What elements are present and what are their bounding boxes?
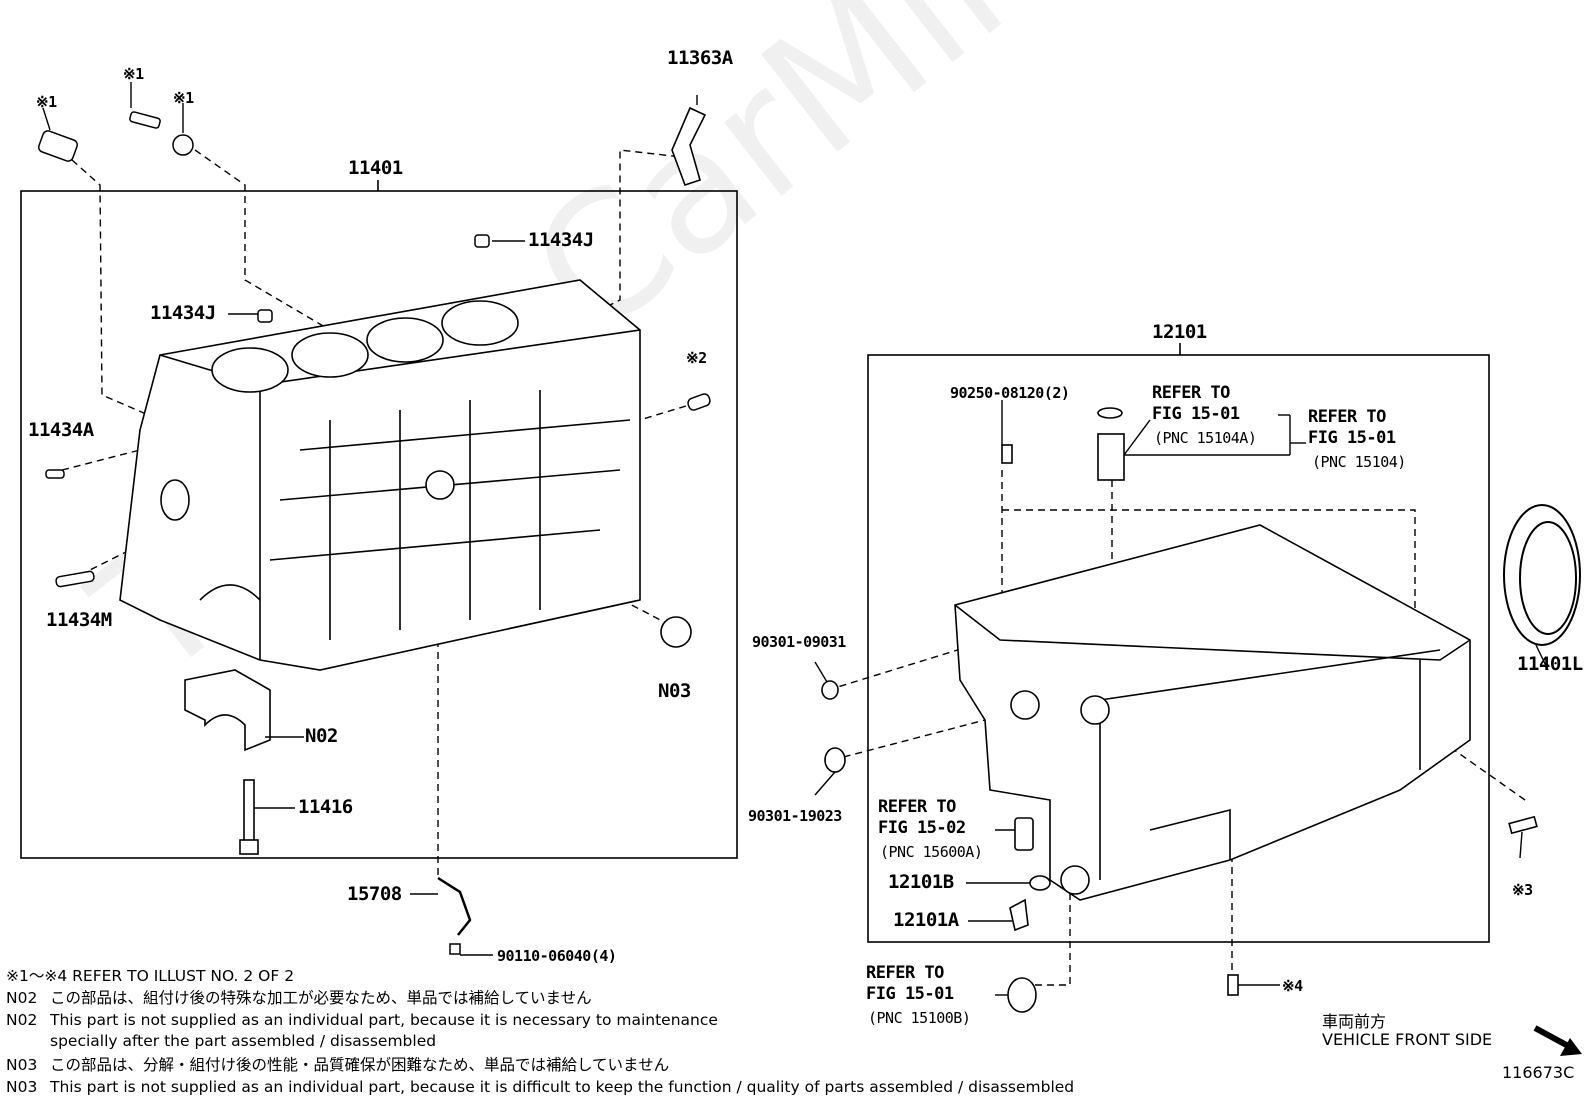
part-12101a[interactable]: 12101A	[893, 909, 959, 931]
note-0-text: REFER TO ILLUST NO. 2 OF 2	[72, 967, 295, 985]
mark-2: ※2	[686, 349, 707, 367]
note-1-text: この部品は、組付け後の特殊な加工が必要なため、単品では補給していません	[50, 989, 592, 1007]
note-1-code: N02	[6, 989, 38, 1007]
note-3-text: specially after the part assembled / dis…	[50, 1032, 437, 1050]
part-n02[interactable]: N02	[305, 725, 338, 747]
note-4-text: この部品は、分解・組付け後の性能・品質確保が困難なため、単品では補給していません	[50, 1056, 670, 1074]
note-n03-en: N03 This part is not supplied as an indiv…	[6, 1077, 1074, 1097]
part-n03[interactable]: N03	[658, 680, 691, 702]
pins-drawing	[37, 111, 711, 588]
ref-2-line-1: REFER TO	[1308, 407, 1386, 427]
note-5-text: This part is not supplied as an individu…	[50, 1078, 1075, 1096]
note-n03-jp: N03 この部品は、分解・組付け後の性能・品質確保が困難なため、単品では補給してい…	[6, 1055, 669, 1075]
part-11434j-left[interactable]: 11434J	[150, 302, 216, 324]
illustration-id: 116673C	[1502, 1063, 1575, 1082]
mark-1-c: ※1	[173, 89, 194, 107]
note-2-text: This part is not supplied as an individu…	[50, 1011, 718, 1029]
cylinder-block-drawing	[119, 279, 641, 671]
part-11401l[interactable]: 11401L	[1517, 653, 1583, 675]
note-n02-en: N02 This part is not supplied as an indiv…	[6, 1010, 718, 1030]
ref-3-line-2[interactable]: FIG 15-02	[878, 818, 966, 838]
part-12101b[interactable]: 12101B	[888, 871, 954, 893]
part-11416[interactable]: 11416	[298, 796, 353, 818]
bracket-drawing	[671, 106, 707, 187]
ref-1-line-1: REFER TO	[1152, 383, 1230, 403]
front-label-jp: 車両前方	[1322, 1012, 1387, 1031]
part-90250[interactable]: 90250-08120(2)	[950, 384, 1070, 402]
solid-leaders	[42, 82, 1549, 996]
part-90301-19023[interactable]: 90301-19023	[748, 807, 842, 825]
ref-4-line-1: REFER TO	[866, 963, 944, 983]
part-90110[interactable]: 90110-06040(4)	[497, 947, 617, 965]
mark-1-b: ※1	[123, 65, 144, 83]
note-n02-en-cont: specially after the part assembled / dis…	[6, 1031, 436, 1051]
mark-3: ※3	[1512, 881, 1533, 899]
ref-2-line-2[interactable]: FIG 15-01	[1308, 428, 1396, 448]
oil-jet-drawing	[437, 876, 472, 936]
rings-drawing	[821, 407, 1538, 1013]
mark-4: ※4	[1282, 977, 1303, 995]
note-refer-illust: ※1～※4 REFER TO ILLUST NO. 2 OF 2	[6, 966, 294, 986]
mark-1-a: ※1	[36, 93, 57, 111]
front-label-en: VEHICLE FRONT SIDE	[1322, 1030, 1493, 1049]
ref-3-line-1: REFER TO	[878, 797, 956, 817]
ref-1-line-2[interactable]: FIG 15-01	[1152, 404, 1240, 424]
group-box-11401	[20, 190, 738, 859]
ref-3-pnc: (PNC 15600A)	[880, 843, 983, 861]
group-box-12101	[867, 354, 1490, 943]
bearing-cap-drawing	[184, 669, 271, 752]
oil-seal-drawing	[1503, 504, 1581, 646]
ref-1-pnc: (PNC 15104A)	[1154, 429, 1257, 447]
bolt-11416-drawing	[239, 779, 259, 855]
front-arrow-icon	[1533, 1025, 1582, 1056]
part-11434j-top[interactable]: 11434J	[528, 229, 594, 251]
part-15708[interactable]: 15708	[347, 883, 402, 905]
part-11363a[interactable]: 11363A	[667, 47, 733, 69]
oil-pan-drawing	[954, 524, 1471, 901]
ref-4-line-2[interactable]: FIG 15-01	[866, 984, 954, 1004]
note-n02-jp: N02 この部品は、組付け後の特殊な加工が必要なため、単品では補給していません	[6, 988, 592, 1008]
note-2-code: N02	[6, 1011, 38, 1029]
ref-2-pnc: (PNC 15104)	[1312, 453, 1406, 471]
part-11434m[interactable]: 11434M	[46, 609, 112, 631]
note-0-code: ※1～※4	[6, 967, 68, 985]
ref-4-pnc: (PNC 15100B)	[868, 1009, 971, 1027]
group-label-11401: 11401	[348, 157, 403, 179]
note-4-code: N03	[6, 1056, 38, 1074]
note-5-code: N03	[6, 1078, 38, 1096]
part-11434a[interactable]: 11434A	[28, 419, 94, 441]
group-label-12101: 12101	[1152, 321, 1207, 343]
part-90301-09031[interactable]: 90301-09031	[752, 633, 846, 651]
plug-n03-drawing	[660, 616, 692, 648]
